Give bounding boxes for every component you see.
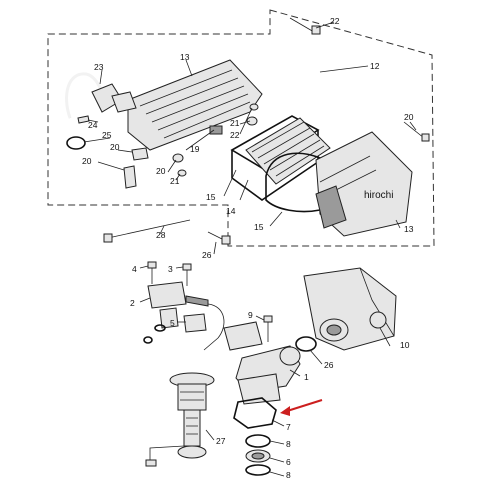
assembly-group-outline xyxy=(47,9,435,247)
insulator-6 xyxy=(245,449,271,463)
callout: 22 xyxy=(330,16,340,26)
intake-clamp xyxy=(295,336,317,352)
callout: 9 xyxy=(248,310,253,320)
callout: 19 xyxy=(190,144,200,154)
intake-hose xyxy=(65,72,123,119)
valve-assembly xyxy=(143,281,225,351)
highlight-arrow xyxy=(280,399,323,416)
callout: 7 xyxy=(286,422,291,432)
air-cleaner-case xyxy=(315,131,413,237)
bolt-lower xyxy=(207,231,231,245)
callout: 15 xyxy=(206,192,216,202)
callout: 23 xyxy=(94,62,104,72)
callout: 2 xyxy=(130,298,135,308)
callout: 4 xyxy=(132,264,137,274)
callout: 26 xyxy=(324,360,334,370)
insulator-plate xyxy=(223,321,263,351)
clip xyxy=(131,147,149,161)
callout: 20 xyxy=(110,142,120,152)
collar-20a xyxy=(246,116,258,126)
watermark-text: hirochi xyxy=(364,190,393,201)
callout: 5 xyxy=(170,318,175,328)
callout: 13 xyxy=(180,52,190,62)
throttle-body xyxy=(303,267,397,351)
intake-manifold xyxy=(235,345,301,405)
screw-4 xyxy=(147,261,157,284)
callout: 14 xyxy=(226,206,236,216)
callout: 27 xyxy=(216,436,226,446)
bracket xyxy=(183,313,207,333)
callout: 20 xyxy=(404,112,414,122)
bolt-top xyxy=(289,17,321,35)
callout: 21 xyxy=(170,176,180,186)
callout: 8 xyxy=(286,439,291,449)
o-ring-upper xyxy=(245,434,271,448)
callout: 15 xyxy=(254,222,264,232)
drain-plug xyxy=(123,165,137,189)
callout: 26 xyxy=(202,250,212,260)
callout: 10 xyxy=(400,340,410,350)
callout: 1 xyxy=(304,372,309,382)
callout: 22 xyxy=(230,130,240,140)
bolt-right xyxy=(403,121,430,142)
grommet xyxy=(209,125,223,135)
collar-20b xyxy=(172,153,184,163)
callout: 6 xyxy=(286,457,291,467)
callout: 8 xyxy=(286,470,291,480)
screw-3 xyxy=(182,263,192,286)
leader-lines xyxy=(83,21,417,477)
callout: 13 xyxy=(404,224,414,234)
callout: 3 xyxy=(168,264,173,274)
gasket-7 xyxy=(233,397,277,429)
screw xyxy=(77,115,90,124)
air-filter-element xyxy=(245,117,331,185)
o-ring-lower xyxy=(245,464,271,476)
bolt-9 xyxy=(263,315,273,342)
hose-clamp xyxy=(66,136,86,150)
callout: 21 xyxy=(230,118,240,128)
callout-labels: 22 12 13 23 24 25 20 20 19 21 22 20 21 2… xyxy=(82,16,414,480)
connector-hose xyxy=(111,91,137,113)
callout: 24 xyxy=(88,120,98,130)
air-cleaner-cover xyxy=(127,59,263,151)
fuel-injector-assembly xyxy=(145,372,215,467)
callout: 20 xyxy=(156,166,166,176)
callout: 28 xyxy=(156,230,166,240)
callout: 20 xyxy=(82,156,92,166)
callout: 25 xyxy=(102,130,112,140)
cable-tie xyxy=(103,219,191,243)
callout: 12 xyxy=(370,61,380,71)
